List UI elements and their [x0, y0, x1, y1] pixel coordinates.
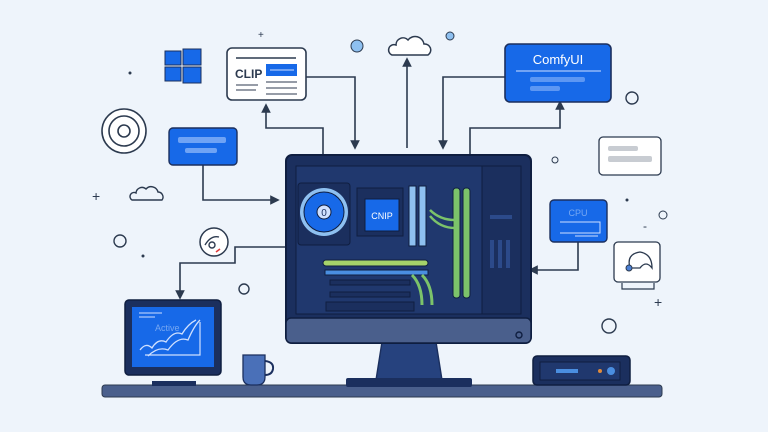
cpu-card: CPU	[549, 199, 608, 243]
disc-icon	[199, 227, 229, 257]
laptop: Active	[124, 299, 222, 386]
monitor: 0 CNIP	[285, 154, 532, 387]
comfyui-label: ComfyUI	[533, 52, 584, 67]
connector-lines	[175, 57, 579, 300]
info-card-right-top	[598, 136, 662, 176]
router-device	[532, 355, 631, 386]
palette-card	[613, 241, 661, 290]
fan-hub-label: 0	[321, 208, 327, 219]
svg-text:+: +	[654, 294, 662, 310]
cloud-icon	[129, 186, 164, 201]
decorative-shapes: + + +	[92, 30, 668, 334]
clip-label: CLIP	[235, 67, 262, 81]
svg-text:+: +	[92, 188, 100, 204]
cloud-icon	[387, 35, 432, 56]
clip-card: CLIP	[226, 47, 307, 101]
svg-text:-: -	[643, 219, 647, 233]
chip-label: CNIP	[371, 211, 393, 221]
chip: CNIP	[356, 187, 404, 237]
comfyui-card: ComfyUI	[504, 43, 612, 103]
windows-icon	[164, 48, 202, 84]
svg-text:+: +	[258, 30, 264, 41]
mug-icon	[242, 354, 275, 386]
speaker-icon	[101, 108, 147, 154]
cpu-label: CPU	[568, 208, 587, 218]
fan-icon: 0	[297, 182, 351, 246]
laptop-screen-label: Active	[155, 323, 180, 333]
info-card-left	[168, 127, 238, 166]
